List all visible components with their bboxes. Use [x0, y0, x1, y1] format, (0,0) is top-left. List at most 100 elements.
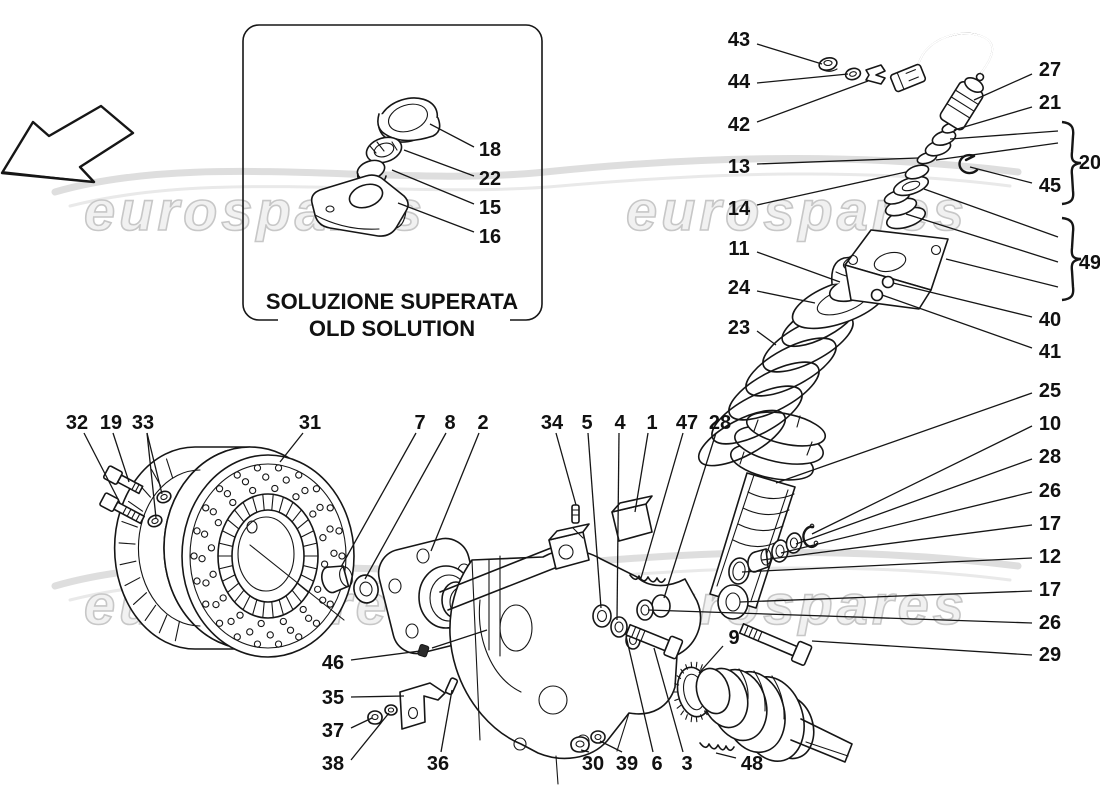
leader-line	[756, 43, 823, 65]
spring-48	[699, 742, 735, 752]
part-number-label: 44	[728, 71, 751, 93]
wheel-bolts	[99, 465, 172, 528]
part-number-label: 29	[1039, 644, 1061, 666]
part-number-label: 42	[728, 114, 750, 136]
pivot-bolt-3	[625, 623, 684, 660]
brace-49	[1061, 216, 1082, 302]
hub-stud-46	[417, 644, 430, 658]
leader-line	[340, 432, 417, 568]
part-number-label: 35	[322, 687, 344, 709]
part-number-label: 40	[1039, 309, 1061, 331]
leader-line	[391, 169, 475, 205]
leader-line	[949, 130, 1059, 140]
inset-mount-base	[310, 174, 409, 237]
callout-labels: 1822151643444213141124232721204549404125…	[66, 29, 1100, 775]
leader-line	[403, 149, 475, 177]
part-number-label: 7	[414, 412, 425, 434]
part-number-label: 4	[614, 412, 626, 434]
part-number-label: 20	[1079, 152, 1100, 174]
part-number-label: 5	[581, 412, 592, 434]
part-number-label: 46	[322, 652, 344, 674]
part-number-label: 13	[728, 156, 750, 178]
part-number-label: 47	[676, 412, 698, 434]
part-number-label: 26	[1039, 480, 1061, 502]
leader-line	[647, 609, 1033, 624]
part-number-label: 26	[1039, 612, 1061, 634]
part-number-label: 1	[646, 412, 657, 434]
part-number-label: 16	[479, 226, 501, 248]
part-number-label: 49	[1079, 252, 1100, 274]
part-number-label: 24	[728, 277, 751, 299]
leader-line	[935, 142, 1059, 161]
part-number-label: 19	[100, 412, 122, 434]
old-solution-inset: SOLUZIONE SUPERATA OLD SOLUTION	[242, 24, 543, 345]
leader-line	[715, 752, 737, 759]
inset-bearing-ring	[377, 97, 441, 143]
leader-line	[881, 294, 1033, 349]
leader-line	[350, 650, 421, 661]
leader-line	[350, 695, 405, 698]
cv-joint-boot	[695, 667, 815, 763]
leader-line	[756, 73, 849, 84]
leader-line	[741, 557, 1033, 573]
brace-20	[1061, 120, 1082, 206]
part-number-label: 39	[616, 753, 638, 775]
inset-caption-italian: SOLUZIONE SUPERATA	[266, 289, 518, 314]
part-number-label: 48	[741, 753, 763, 775]
stud-36	[444, 677, 459, 696]
mount-nut-40	[881, 275, 895, 289]
leader-line	[587, 432, 602, 609]
screw-37	[367, 710, 383, 725]
leader-line	[430, 432, 480, 552]
suspension-upright	[439, 495, 702, 785]
part-number-label: 31	[299, 412, 321, 434]
leader-line	[397, 202, 475, 233]
leader-line	[653, 647, 684, 753]
part-number-label: 22	[479, 168, 501, 190]
sensor-connector	[889, 63, 927, 93]
leader-line	[364, 432, 447, 580]
leader-line	[923, 188, 1059, 238]
cable-clip-42	[865, 64, 886, 85]
leader-line	[780, 491, 1033, 554]
inset-seal	[365, 136, 403, 164]
leader-line	[350, 712, 390, 761]
leader-line	[146, 432, 157, 519]
leader-line	[146, 432, 163, 495]
long-bolt-29	[738, 623, 813, 666]
washer-38	[384, 704, 398, 716]
part-number-label: 8	[444, 412, 455, 434]
leader-line	[83, 432, 121, 504]
part-number-label: 41	[1039, 341, 1061, 363]
leader-line	[634, 432, 649, 513]
leader-line	[640, 432, 684, 579]
leader-line	[279, 432, 304, 463]
bump-rubber-block	[611, 495, 653, 542]
stop-bracket-35	[399, 682, 446, 730]
part-number-label: 27	[1039, 59, 1061, 81]
part-number-label: 43	[728, 29, 750, 51]
leader-line	[756, 251, 841, 283]
part-number-label: 28	[709, 412, 731, 434]
hub-washer	[353, 574, 379, 604]
leader-line	[756, 80, 869, 123]
sensor-washer-44	[844, 67, 862, 81]
part-number-label: 17	[1039, 579, 1061, 601]
shock-absorber	[636, 32, 994, 621]
leader-line	[756, 157, 919, 165]
callout-leaders	[83, 43, 1059, 761]
part-number-label: 12	[1039, 546, 1061, 568]
eye-washers	[592, 604, 641, 650]
leader-line	[945, 258, 1059, 288]
leader-line	[756, 290, 816, 304]
direction-arrow-icon	[0, 104, 135, 184]
nut-30	[570, 736, 590, 753]
part-number-label: 11	[728, 238, 749, 260]
arm-clamp-block	[548, 523, 590, 570]
leader-line	[739, 590, 1033, 603]
leader-line	[761, 524, 1033, 561]
leader-line	[775, 392, 1033, 484]
leader-line	[795, 458, 1033, 545]
